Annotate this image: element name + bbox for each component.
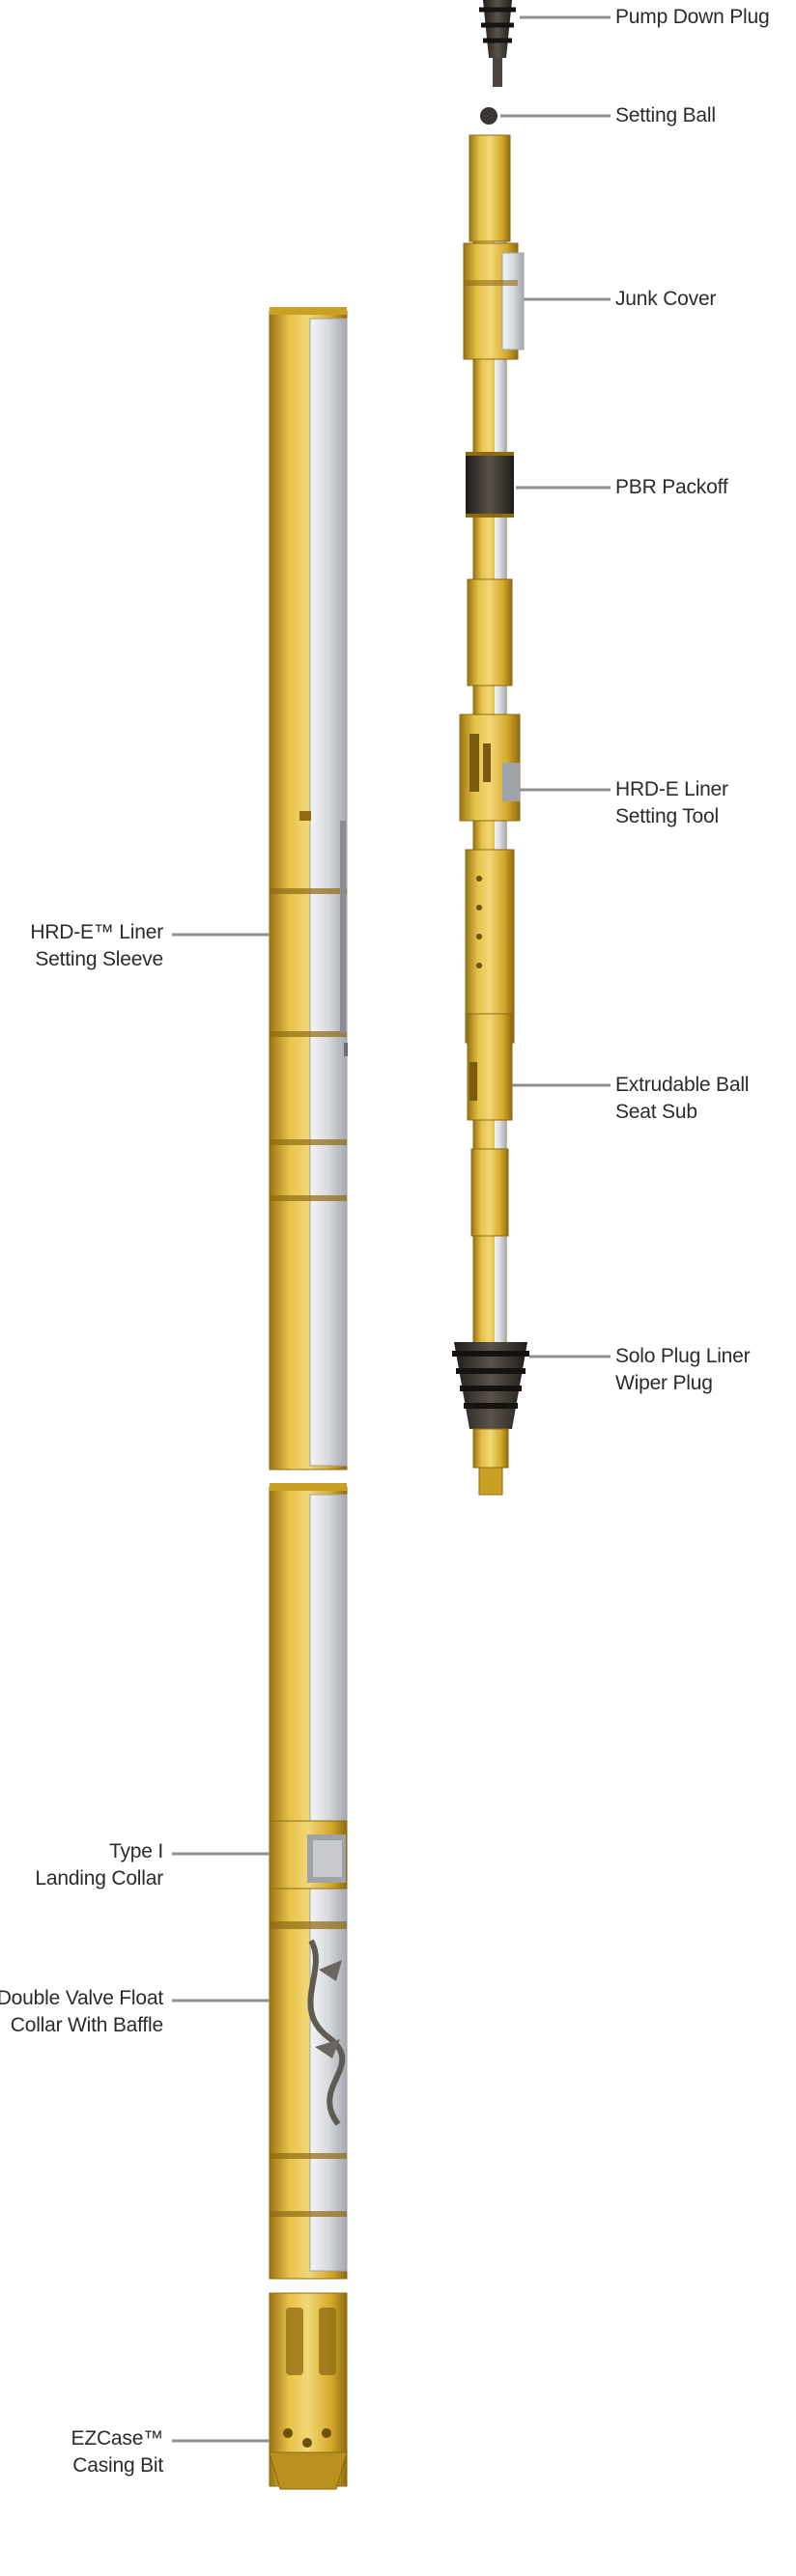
setting-tool-body-icon: [459, 578, 521, 1044]
casing-bit-icon: [269, 2292, 348, 2490]
label-junk-cover: Junk Cover: [615, 288, 717, 310]
junk-cover-icon: [463, 242, 525, 360]
label-double-valve-float-collar: Double Valve Float Collar With Baffle: [0, 1987, 163, 2036]
casing-lower-joint: [269, 1483, 348, 2280]
label-hrd-e-liner-setting-sleeve: HRD-E™ Liner Setting Sleeve: [30, 921, 163, 970]
wiper-plug-icon: [452, 1342, 529, 1496]
leader-lines: [172, 15, 611, 2443]
casing-upper-joint: [269, 307, 348, 1470]
label-hrd-e-liner-setting-tool: HRD-E Liner Setting Tool: [615, 778, 728, 827]
setting-ball-icon: [480, 107, 498, 125]
label-setting-ball: Setting Ball: [615, 104, 716, 126]
running-tool-string-icon: [452, 0, 529, 1496]
label-extrudable-ball-seat-sub: Extrudable Ball Seat Sub: [615, 1074, 750, 1123]
label-pbr-packoff: PBR Packoff: [615, 476, 728, 498]
label-ezcase-casing-bit: EZCase™ Casing Bit: [71, 2427, 164, 2477]
label-pump-down-plug: Pump Down Plug: [615, 6, 770, 28]
pump-down-plug-icon: [479, 0, 516, 87]
label-type-i-landing-collar: Type I Landing Collar: [35, 1840, 163, 1890]
casing-string-icon: [269, 307, 348, 2490]
extrudable-ball-seat-sub-icon: [467, 1013, 513, 1237]
pbr-packoff-icon: [466, 452, 514, 518]
label-solo-plug-liner-wiper-plug: Solo Plug Liner Wiper Plug: [615, 1345, 751, 1394]
